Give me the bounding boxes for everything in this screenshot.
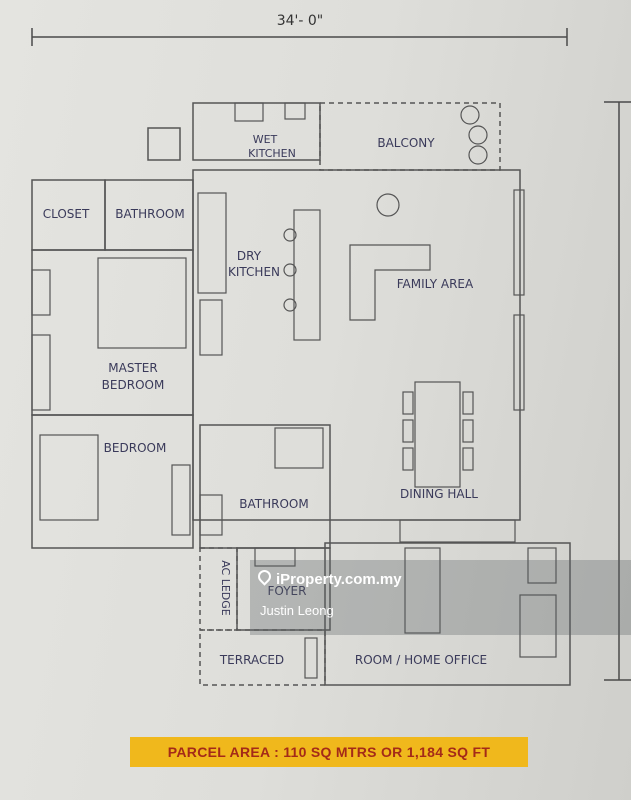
master-bed (97, 257, 187, 349)
dining-table (414, 381, 461, 488)
watermark-band (250, 560, 631, 635)
home-office-room (324, 542, 571, 686)
shower (274, 427, 324, 469)
armchair (376, 193, 400, 217)
location-pin-icon (255, 567, 274, 586)
balcony-label: BALCONY (377, 136, 435, 150)
watermark-site-text: iProperty.com.my (276, 571, 402, 588)
dry-kitchen-label-1: DRY (237, 249, 262, 263)
width-label: 34'- 0" (277, 13, 324, 29)
family-area-label: FAMILY AREA (397, 277, 474, 291)
kitchen-cabinet (197, 192, 227, 294)
width-dimension (31, 28, 568, 46)
office-sofa (519, 594, 557, 658)
wet-kitchen-label-1: WET (253, 133, 278, 146)
bathroom-label: BATHROOM (239, 497, 308, 511)
dry-kitchen-label-2: KITCHEN (228, 265, 280, 279)
sink (284, 102, 306, 120)
walls (31, 102, 571, 686)
home-office-label: ROOM / HOME OFFICE (355, 653, 487, 667)
furniture (31, 102, 557, 679)
office-desk (404, 547, 441, 634)
watermark-site: iProperty.com.my (255, 567, 402, 588)
wardrobe (31, 334, 51, 411)
terraced-label: TERRACED (219, 653, 284, 667)
master-bathroom-label: BATHROOM (115, 207, 184, 221)
watermark-agent: Justin Leong (260, 603, 334, 618)
dining-hall-label: DINING HALL (400, 487, 478, 501)
bathroom-room (199, 424, 331, 549)
closet-label: CLOSET (43, 207, 90, 221)
kitchen-island (293, 209, 321, 341)
main-hall (192, 169, 521, 521)
bedroom-wardrobe (171, 464, 191, 536)
ac-ledge-label: AC LEDGE (219, 560, 232, 616)
sofa (349, 244, 431, 321)
shower-fixture (147, 127, 181, 161)
master-bedroom-label-2: BEDROOM (102, 378, 165, 392)
wet-kitchen-label-2: KITCHEN (248, 147, 296, 160)
height-dimension (604, 101, 631, 681)
bed (39, 434, 99, 521)
stove (234, 102, 264, 122)
master-bedroom-label-1: MASTER (108, 361, 157, 375)
bedroom-label: BEDROOM (104, 441, 167, 455)
parcel-area-banner: PARCEL AREA : 110 SQ MTRS OR 1,184 SQ FT (130, 737, 528, 767)
room-labels: WET KITCHEN BALCONY CLOSET BATHROOM DRY … (43, 133, 487, 667)
parcel-area-text: PARCEL AREA : 110 SQ MTRS OR 1,184 SQ FT (167, 744, 491, 760)
foyer-label: FOYER (268, 584, 307, 598)
basin (199, 494, 223, 536)
